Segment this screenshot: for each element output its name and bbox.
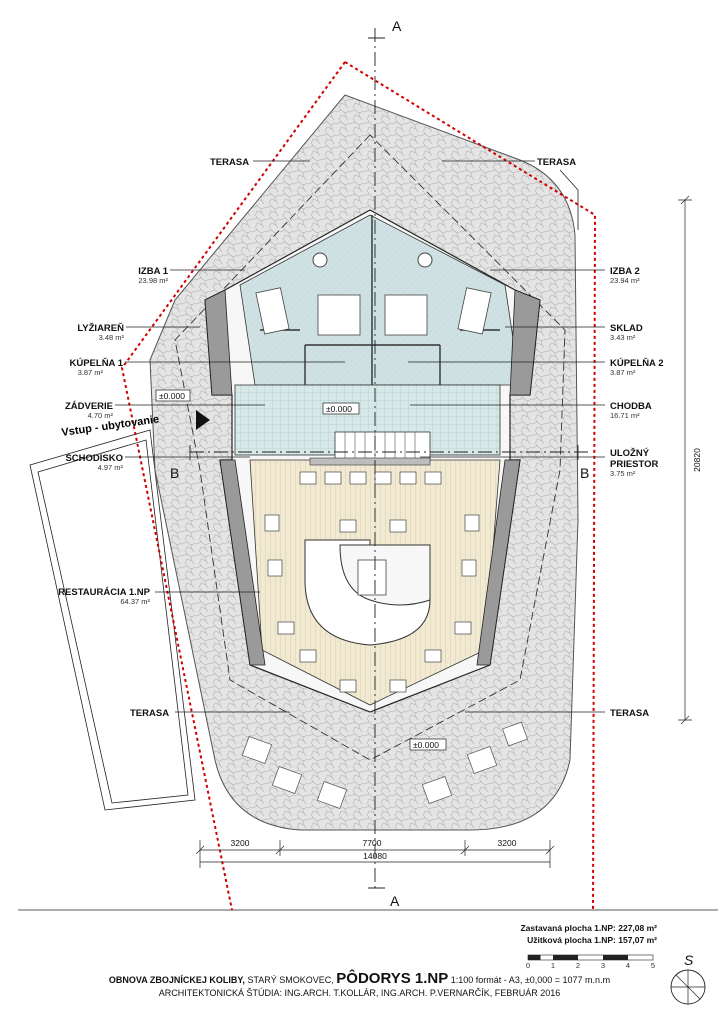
dim-left: 3200 — [231, 838, 250, 848]
scale-tick-2: 2 — [576, 961, 580, 970]
north-arrow-icon: S — [670, 952, 706, 1005]
dim-right: 3200 — [498, 838, 517, 848]
scale-tick-3: 3 — [601, 961, 605, 970]
label-sklad: SKLAD — [610, 323, 643, 334]
area-stats: Zastavaná plocha 1.NP: 227,08 m² Užitkov… — [520, 922, 657, 946]
area-sklad: 3.43 m² — [610, 333, 636, 342]
label-priestor: PRIESTOR — [610, 459, 659, 470]
sheet-scale: 1:100 formát - A3, ±0,000 = 1077 m.n.m — [448, 975, 611, 985]
title-block: OBNOVA ZBOJNÍCKEJ KOLIBY, STARÝ SMOKOVEC… — [0, 970, 719, 1000]
area-izba1: 23.98 m² — [138, 276, 168, 285]
sheet-title: PÔDORYS 1.NP — [336, 970, 449, 987]
scale-tick-1: 1 — [551, 961, 555, 970]
area-kupelna2: 3.87 m² — [610, 368, 636, 377]
scale-tick-0: 0 — [526, 961, 530, 970]
level-markers: ±0.000 ±0.000 ±0.000 — [155, 389, 447, 751]
label-izba1: IZBA 1 — [138, 266, 168, 277]
north-label: S — [684, 952, 694, 968]
area-lyziaren: 3.48 m² — [99, 333, 125, 342]
scale-bar: 0 1 2 3 4 5 — [526, 954, 655, 970]
project-name: OBNOVA ZBOJNÍCKEJ KOLIBY, — [108, 975, 245, 985]
section-lines — [189, 28, 590, 890]
dimension-lines — [195, 195, 692, 868]
entrance-arrow — [196, 410, 210, 430]
project-location: STARÝ SMOKOVEC, — [244, 975, 337, 985]
level-marker-corridor: ±0.000 — [326, 404, 352, 414]
section-a-bottom: A — [390, 893, 400, 909]
label-zadverie: ZÁDVERIE — [65, 401, 113, 412]
label-terasa-nw: TERASA — [210, 157, 249, 168]
building — [204, 209, 541, 713]
dim-middle: 7700 — [363, 838, 382, 848]
section-b-right: B — [580, 465, 589, 481]
section-a-top: A — [392, 18, 402, 34]
label-terasa-ne: TERASA — [537, 157, 576, 168]
room-labels: TERASA TERASA IZBA 1 23.98 m² IZBA 2 23.… — [58, 157, 663, 719]
scale-tick-4: 4 — [626, 961, 630, 970]
label-izba2: IZBA 2 — [610, 266, 640, 277]
label-restauracia: RESTAURÁCIA 1.NP — [58, 587, 151, 598]
dim-vertical: 20820 — [692, 448, 702, 472]
property-line — [120, 61, 346, 911]
leader-lines — [115, 160, 605, 713]
level-marker-entry: ±0.000 — [159, 391, 185, 401]
label-terasa-se: TERASA — [610, 708, 649, 719]
area-schodisko: 4.97 m² — [98, 463, 124, 472]
scale-tick-5: 5 — [651, 961, 655, 970]
area-chodba: 16.71 m² — [610, 411, 640, 420]
label-chodba: CHODBA — [610, 401, 652, 412]
area-ulozny: 3.75 m² — [610, 469, 636, 478]
area-izba2: 23.94 m² — [610, 276, 640, 285]
area-kupelna1: 3.87 m² — [78, 368, 104, 377]
area-zadverie: 4.70 m² — [88, 411, 114, 420]
label-lyziaren: LYŽIAREŇ — [77, 322, 124, 334]
section-b-left: B — [170, 465, 179, 481]
property-line-east — [344, 61, 597, 911]
area-restauracia: 64.37 m² — [120, 597, 150, 606]
authors: ARCHITEKTONICKÁ ŠTÚDIA: ING.ARCH. T.KOLL… — [158, 988, 561, 998]
roof-outline — [174, 134, 566, 761]
label-kupelna2: KÚPELŇA 2 — [610, 357, 664, 369]
built-area: Zastavaná plocha 1.NP: 227,08 m² — [520, 923, 657, 933]
level-marker-terrace: ±0.000 — [413, 740, 439, 750]
usable-area: Užitková plocha 1.NP: 157,07 m² — [527, 935, 657, 945]
label-schodisko: SCHODISKO — [65, 453, 123, 464]
label-kupelna1: KÚPELŇA 1 — [70, 357, 124, 369]
label-ulozny: ULOŽNÝ — [610, 447, 650, 459]
dim-total: 14080 — [363, 851, 387, 861]
label-terasa-sw: TERASA — [130, 708, 169, 719]
terrace-tables — [241, 721, 528, 809]
site-lines — [18, 169, 718, 911]
